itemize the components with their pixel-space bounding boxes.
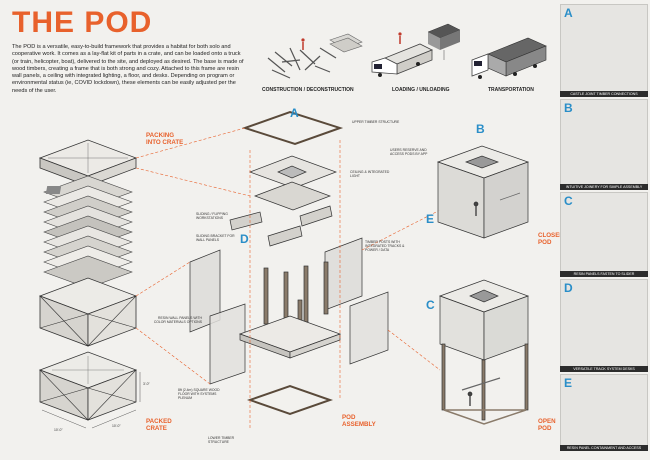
note-timber-posts: TIMBER POSTS WITH INTEGRATED TRACKS & PO… xyxy=(365,240,405,253)
note-ceiling: CEILING & INTEGRATED LIGHT xyxy=(350,170,390,179)
crate-depth-dim: 10'-0" xyxy=(112,424,121,428)
note-resin-panels: RESIN WALL PANELS WITH COLOR MATERIALS O… xyxy=(153,316,202,325)
transportation-caption: TRANSPORTATION xyxy=(488,87,534,93)
note-upper-timber: UPPER TIMBER STRUCTURE xyxy=(352,120,400,124)
detail-letter-e: E xyxy=(564,376,573,390)
packed-crate xyxy=(38,351,141,429)
open-pod-illustration xyxy=(438,279,530,425)
closed-pod-illustration xyxy=(436,145,530,239)
detail-panel-a: A xyxy=(560,4,648,92)
detail-panel-c: C xyxy=(560,192,648,272)
packing-label: PACKING INTO CRATE xyxy=(146,132,184,146)
exploded-pod-assembly xyxy=(189,110,389,416)
truck-transport-illustration xyxy=(471,37,547,79)
detail-panel-b: B xyxy=(560,99,648,185)
detail-letter-b: B xyxy=(564,101,573,115)
note-app-access: USERS RESERVE AND ACCESS PODS BY APP xyxy=(390,148,428,157)
closed-pod-label: CLOSED POD xyxy=(538,232,564,246)
truck-loading-illustration xyxy=(371,23,461,77)
detail-letter-d: D xyxy=(564,281,573,295)
worker-figure xyxy=(301,38,305,42)
loading-caption: LOADING / UNLOADING xyxy=(392,87,450,93)
intro-paragraph: The POD is a versatile, easy-to-build fr… xyxy=(12,44,244,94)
packed-crate-label: PACKED CRATE xyxy=(146,418,172,432)
crate-height-dim: 3'-0" xyxy=(143,382,150,386)
marker-d: D xyxy=(240,232,249,246)
construction-illustration xyxy=(267,47,337,79)
construction-caption: CONSTRUCTION / DECONSTRUCTION xyxy=(262,87,354,93)
detail-caption-a: CASTLE JOINT TIMBER CONNECTIONS xyxy=(560,91,648,97)
note-lower-timber: LOWER TIMBER STRUCTURE xyxy=(208,436,235,445)
note-sliding-bracket: SLIDING BRACKET FOR WALL PANELS xyxy=(196,234,235,243)
marker-c: C xyxy=(426,298,435,312)
detail-caption-e: RESIN PANEL CONTAINMENT AND ACCESS xyxy=(560,445,648,451)
detail-panel-d: D xyxy=(560,279,648,367)
detail-column: A CASTLE JOINT TIMBER CONNECTIONS B INTU… xyxy=(560,4,648,452)
pod-assembly-label: POD ASSEMBLY xyxy=(342,414,376,428)
detail-caption-c: RESIN PANELS FASTEN TO SLIDER xyxy=(560,271,648,277)
detail-letter-c: C xyxy=(564,194,573,208)
detail-caption-d: VERSATILE TRACK SYSTEM DESKS xyxy=(560,366,648,372)
note-sliding-workstations: SLIDING / FLIPPING WORKSTATIONS xyxy=(196,212,228,221)
marker-a: A xyxy=(290,106,299,120)
open-pod-label: OPEN POD xyxy=(538,418,556,432)
marker-b: B xyxy=(476,122,485,136)
assembly-guide-lines xyxy=(135,127,441,430)
note-floor: 8ft (2.4m) SQUARE WOOD FLOOR WITH SYSTEM… xyxy=(178,388,220,401)
detail-panel-e: E xyxy=(560,374,648,446)
marker-e: E xyxy=(426,212,435,226)
page-title: THE POD xyxy=(12,6,153,39)
detail-letter-a: A xyxy=(564,6,573,20)
crate-exploded-stack xyxy=(38,139,138,347)
detail-caption-b: INTUITIVE JOINERY FOR SIMPLE ASSEMBLY xyxy=(560,184,648,190)
crate-width-dim: 10'-0" xyxy=(54,428,63,432)
